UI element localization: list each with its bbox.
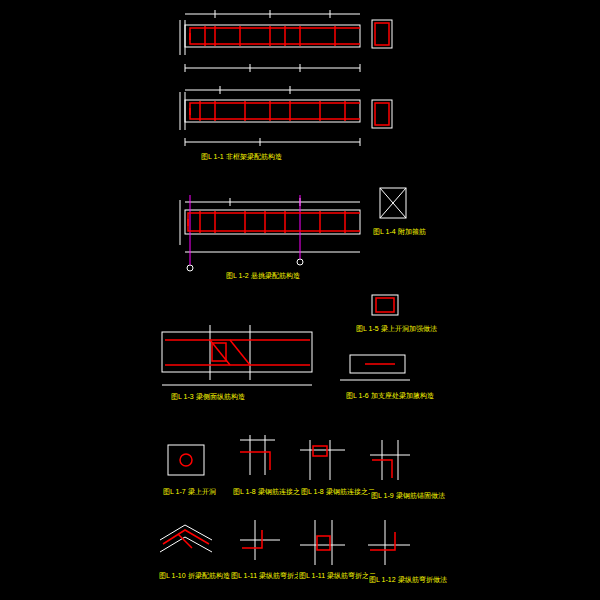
drawing-title: 图L 1-12 梁纵筋弯折做法 bbox=[368, 576, 448, 584]
drawing-title: 图L 1-11 梁纵筋弯折之二 bbox=[298, 572, 377, 580]
drawing-title: 图L 1-1 非框架梁配筋构造 bbox=[200, 153, 283, 161]
drawing-title: 图L 1-8 梁钢筋连接之二 bbox=[300, 488, 376, 496]
drawing-title: 图L 1-10 折梁配筋构造 bbox=[158, 572, 231, 580]
drawing-title: 图L 1-2 悬挑梁配筋构造 bbox=[225, 272, 301, 280]
drawing-title: 图L 1-4 附加箍筋 bbox=[372, 228, 427, 236]
drawing-title: 图L 1-5 梁上开洞加强做法 bbox=[355, 325, 438, 333]
drawing-title: 图L 1-8 梁钢筋连接之一 bbox=[232, 488, 308, 496]
drawing-title: 图L 1-6 加支座处梁加腋构造 bbox=[345, 392, 435, 400]
drawing-title: 图L 1-7 梁上开洞 bbox=[162, 488, 217, 496]
drawing-title: 图L 1-9 梁钢筋锚固做法 bbox=[370, 492, 446, 500]
drawing-title: 图L 1-3 梁侧面纵筋构造 bbox=[170, 393, 246, 401]
